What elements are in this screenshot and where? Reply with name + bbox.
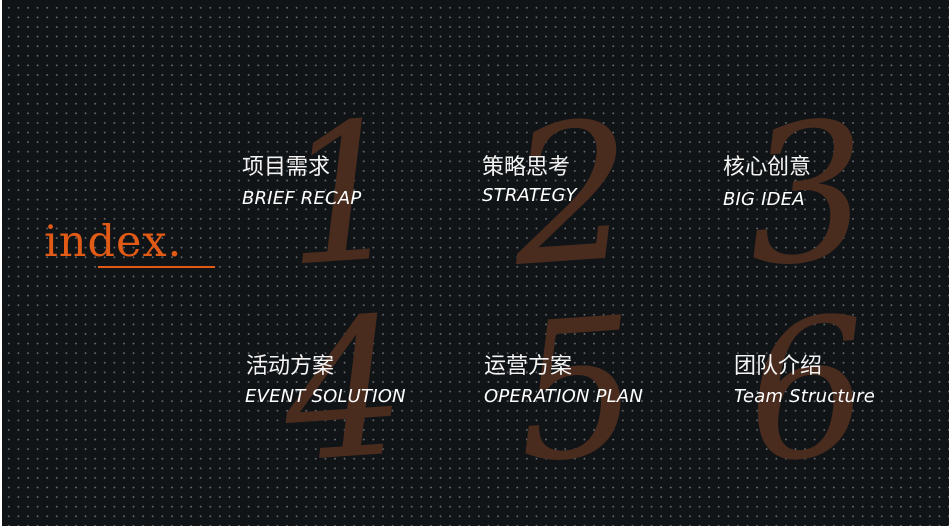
item-2-title-cn[interactable]: 策略思考 — [482, 155, 571, 180]
item-3-title-en[interactable]: BIG IDEA — [723, 189, 805, 210]
item-4-title-cn[interactable]: 活动方案 — [246, 354, 335, 379]
item-3-title-cn[interactable]: 核心创意 — [723, 155, 812, 180]
item-6-title-en[interactable]: Team Structure — [734, 386, 876, 407]
item-1-title-en[interactable]: BRIEF RECAP — [242, 188, 362, 209]
index-title: index. — [44, 217, 183, 267]
item-4-title-en[interactable]: EVENT SOLUTION — [245, 386, 406, 407]
item-5-title-cn[interactable]: 运营方案 — [484, 354, 573, 379]
item-1-title-cn[interactable]: 项目需求 — [242, 155, 331, 180]
item-6-title-cn[interactable]: 团队介绍 — [734, 354, 823, 379]
item-2-title-en[interactable]: STRATEGY — [482, 185, 577, 206]
item-5-title-en[interactable]: OPERATION PLAN — [484, 386, 644, 407]
index-underline — [98, 266, 215, 268]
